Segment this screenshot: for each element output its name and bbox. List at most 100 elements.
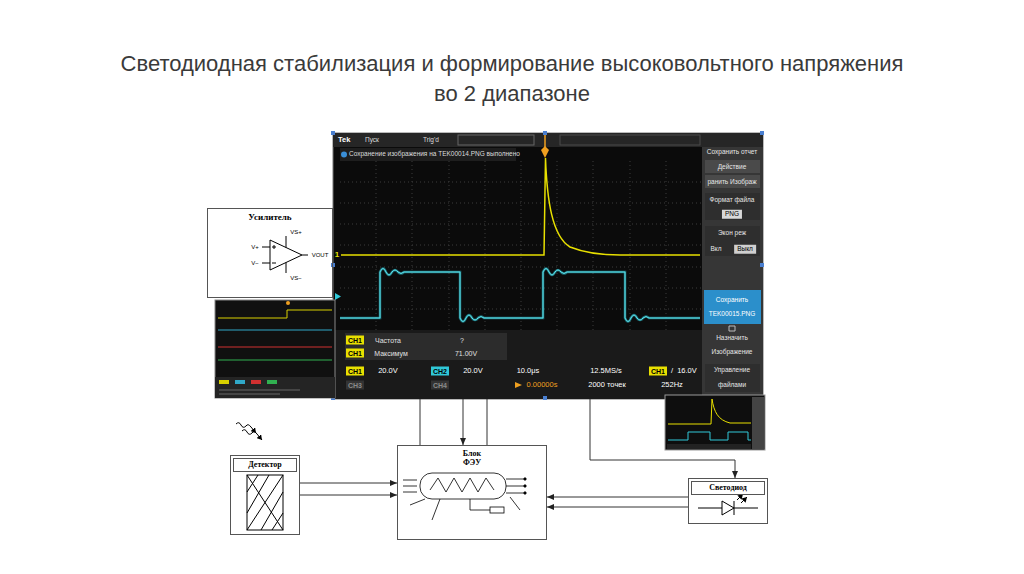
readout-value: 2000 точек <box>588 381 626 389</box>
detector-box: Детектор <box>230 455 300 535</box>
small-scope-screenshot-part <box>219 380 229 384</box>
selection-handles-part <box>331 263 335 267</box>
radiation-arrows-part <box>242 430 262 440</box>
box-heading: Детектор <box>233 458 297 472</box>
pmt-tube-part <box>506 479 524 493</box>
selection-handles-part <box>331 131 335 135</box>
scope-menu-panel-part <box>705 175 760 188</box>
menu-item: TEK00015.PNG <box>709 311 756 318</box>
small-scope-screenshot <box>215 300 335 398</box>
scope-screen-part <box>560 135 700 145</box>
scintillator-crystal-part <box>247 475 283 530</box>
scope-traces-part <box>335 293 341 300</box>
channel-badge: CH2 <box>431 367 449 376</box>
pmt-tube-part <box>524 478 526 480</box>
channel-badge: CH1 <box>649 367 667 376</box>
small-scope-screenshot-part <box>668 432 751 440</box>
menu-item: Управление <box>714 367 750 374</box>
pmt-block: Блок ФЭУ <box>397 445 547 540</box>
menu-item: Вкл <box>710 246 721 253</box>
led-symbol-part <box>722 501 734 515</box>
scope-menu-panel-part <box>705 226 760 256</box>
small-scope-screenshot-part <box>235 380 245 384</box>
scope-readout-area-part <box>345 333 507 360</box>
message-text: Сохранение изображения на TEK00014.PNG в… <box>349 150 520 158</box>
scope-traces-part <box>341 158 700 255</box>
channel-badge: CH1 <box>346 336 364 345</box>
small-scope-screenshot-part <box>667 444 751 449</box>
pin-label: VS+ <box>290 229 302 235</box>
pmt-tube-part <box>490 507 504 513</box>
channel-badge: CH3 <box>346 381 364 390</box>
selection-handles-part <box>543 396 547 400</box>
small-scope-screenshot-part <box>251 380 261 384</box>
scope-screen-part <box>333 133 763 399</box>
scope-menu-panel-part <box>729 326 735 331</box>
led-box: Светодиод <box>688 478 768 524</box>
amplifier-box: УсилительV+V−VOUTVS+VS− <box>207 208 333 298</box>
trigger-status: Trig'd <box>423 136 439 144</box>
scope-menu-panel-part <box>704 290 761 324</box>
scope-screen-part <box>341 152 347 158</box>
measurement-text: 71.00V <box>455 350 477 357</box>
pmt-tube-part <box>430 478 494 492</box>
menu-item: файлами <box>718 382 746 389</box>
connector <box>463 399 464 445</box>
scope-readout-area <box>333 330 702 399</box>
pin-label: V+ <box>251 244 259 250</box>
brand-label: Tek <box>338 136 350 144</box>
small-scope-screenshot-part <box>218 330 332 331</box>
pin-label: V− <box>251 260 259 266</box>
led-symbol-part <box>698 501 758 515</box>
box-heading: Блок ФЭУ <box>463 449 481 467</box>
small-scope-screenshot-part <box>267 380 277 384</box>
scope-grid <box>340 161 702 330</box>
readout-value: 12.5MS/s <box>590 367 622 375</box>
connector <box>547 497 688 498</box>
menu-item: Назначить <box>716 335 748 342</box>
pmt-tube-part <box>420 473 506 499</box>
menu-item: Экон реж <box>718 230 746 237</box>
pmt-tube-part <box>524 492 526 494</box>
selection-handles <box>331 131 764 400</box>
pin-label: VOUT <box>312 252 329 258</box>
pmt-tube-part <box>524 485 526 487</box>
scope-screen <box>333 133 763 399</box>
measurement-text: Частота <box>375 337 401 344</box>
small-scope-screenshot-part <box>668 399 751 424</box>
menu-item: Формат файла <box>710 197 755 204</box>
connector <box>487 399 488 445</box>
menu-item: ранить Изображ <box>707 179 756 186</box>
scope-menu-panel-part <box>705 193 760 220</box>
scintillator-crystal <box>247 475 283 530</box>
scope-readout-area-part <box>515 382 522 388</box>
format-button: PNG <box>722 210 742 219</box>
scope-grid-part <box>340 182 702 309</box>
scope-menu-panel-part <box>705 160 760 173</box>
channel-badge: CH1 <box>346 349 364 358</box>
opamp-symbol <box>262 236 308 273</box>
scope-menu-panel-part <box>705 364 760 392</box>
readout-value: 16.0V <box>677 367 697 375</box>
box-heading: Светодиод <box>691 481 765 495</box>
connector <box>420 399 421 445</box>
scope-screen-part <box>458 135 534 145</box>
menu-item: Действие <box>718 164 747 171</box>
small-scope-screenshot-part <box>215 300 335 398</box>
small-scope-screenshot-part <box>218 310 332 318</box>
small-scope-screenshot-part <box>215 377 335 398</box>
menu-item: Изображение <box>712 349 753 356</box>
readout-value: 20.0V <box>378 367 398 375</box>
menu-item: Сохранить <box>716 297 748 304</box>
opamp-symbol-part <box>262 236 308 273</box>
channel-badge: CH4 <box>431 381 449 390</box>
scintillator-crystal-part <box>247 475 283 530</box>
trigger-marker-part <box>541 146 549 158</box>
readout-value: / <box>671 367 673 375</box>
channel-badge: CH1 <box>346 367 364 376</box>
measurement-text: ? <box>460 337 464 344</box>
status-label: Пуск <box>365 136 379 144</box>
menu-item: Сохранить отчет <box>707 149 757 156</box>
small-scope-screenshot-part <box>219 390 300 394</box>
readout-value: 252Hz <box>661 381 683 389</box>
